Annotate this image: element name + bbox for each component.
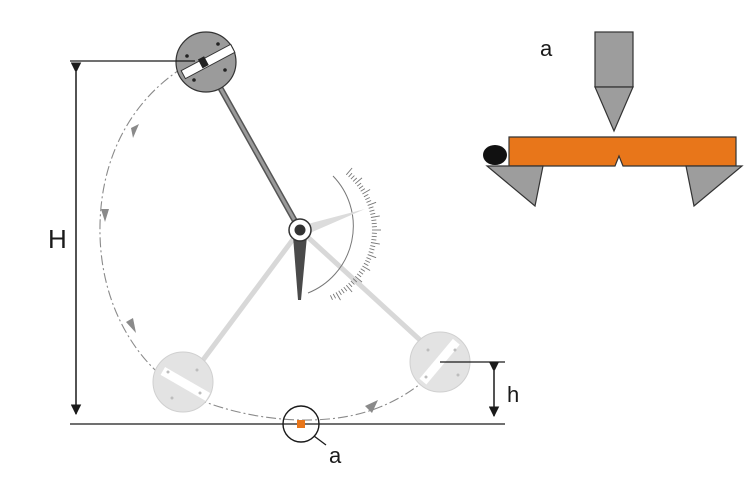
scale-tick [370,242,380,245]
scale-tick [365,259,370,263]
label-H: H [48,224,67,254]
striker-tip [594,86,634,133]
scale-tick [329,295,333,300]
scale-tick [367,201,377,206]
scale-tick [366,257,372,260]
scale-tick [354,177,363,185]
anvil-right [685,165,744,208]
ghost-pendulum-right [298,228,471,393]
scale-tick [352,278,358,283]
scale-tick [368,251,374,254]
pivot-icon [288,218,312,242]
ghost-pendulum-left [152,228,303,413]
striker [594,31,634,88]
path-arrow-icon [101,209,109,222]
scale-tick [362,265,371,271]
pendulum-raised [175,31,303,232]
scale-tick [363,194,369,198]
scale-tick [370,245,376,248]
path-arrow-icon [126,318,136,333]
scale-tick [365,197,370,201]
label-specimen: a [329,443,342,468]
specimen-bar [508,136,737,167]
end-stop [483,145,507,165]
scale-tick [370,212,376,215]
scale-tick [368,206,374,209]
scale-tick [335,292,341,301]
path-arrow-icon [365,400,378,413]
scale-tick [343,286,348,292]
scale-tick [332,293,336,299]
scale-tick [362,189,371,195]
scale-tick [367,254,377,259]
path-arrow-icon [131,124,139,138]
scale-tick [371,219,377,222]
scale-tick [345,167,353,176]
scale-tick [360,268,366,272]
scale-tick [369,209,375,212]
scale-tick [338,290,342,296]
scale-tick [356,273,362,278]
scale-tick [354,275,363,283]
anvil-left [485,165,544,208]
scale-tick [371,238,377,241]
scale-tick [352,177,358,182]
swing-path [99,44,431,421]
scale-tick [345,284,353,293]
scale-tick [369,248,375,251]
scale-tick [350,175,355,180]
scale-tick [348,282,353,288]
scale-tick [340,288,345,294]
scale-tick [366,200,372,203]
scale-tick [348,172,353,178]
angle-scale [307,167,381,301]
scale-pointer [293,236,307,300]
scale-pointer-ghost [300,209,365,236]
scale-tick [356,182,362,187]
dimension-lines [70,60,505,425]
scale-tick [350,280,355,285]
label-detail: a [540,36,553,61]
scale-tick [370,215,380,218]
scale-tick [358,185,364,190]
label-h: h [507,382,519,407]
specimen-marker [282,405,327,446]
specimen-detail [483,31,744,208]
scale-tick [360,188,366,192]
scale-tick [363,262,369,266]
scale-tick [358,270,364,275]
